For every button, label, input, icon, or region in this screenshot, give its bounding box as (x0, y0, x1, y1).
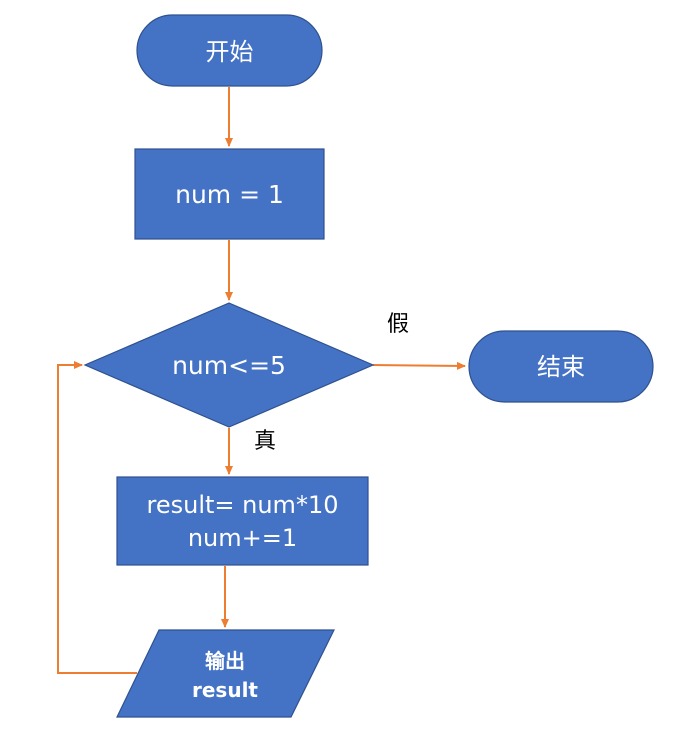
end-label: 结束 (537, 353, 585, 381)
condition-label: num<=5 (172, 351, 286, 380)
start-label: 开始 (206, 38, 254, 66)
output-parallelogram (116, 629, 335, 718)
true-branch-label: 真 (254, 429, 276, 454)
condition-diamond (83, 302, 375, 428)
arrow-output-loop-back (57, 361, 137, 674)
process-line-2: num+=1 (188, 524, 297, 552)
output-line-1: 输出 (205, 649, 245, 673)
process-line-1: result= num*10 (147, 491, 339, 519)
arrow-condition-to-end (372, 361, 466, 370)
calculation-process-box (116, 476, 369, 566)
init-label: num = 1 (175, 180, 284, 209)
end-terminator (468, 330, 654, 403)
start-terminator (136, 14, 323, 87)
output-line-2: result (192, 678, 258, 702)
false-branch-label: 假 (387, 312, 409, 337)
init-process-box (134, 148, 325, 240)
